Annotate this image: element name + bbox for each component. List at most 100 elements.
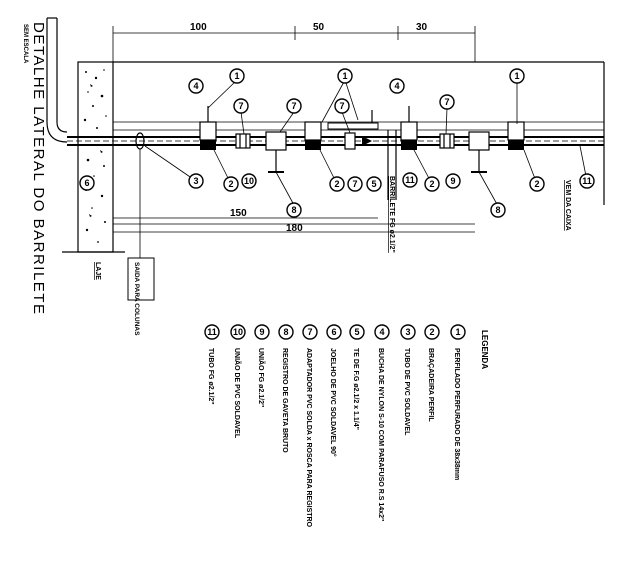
legend-item-7: 7 ADAPTADOR PVC SOLDA x ROSCA PARA REGIS… — [302, 324, 318, 528]
bottom-dimensions: 150 180 — [113, 208, 378, 234]
marker-7-e: 7 — [347, 176, 363, 192]
marker-2-c: 2 — [424, 176, 440, 192]
svg-text:2: 2 — [534, 179, 539, 189]
clamps — [199, 106, 525, 150]
marker-9: 9 — [445, 173, 461, 189]
svg-text:11: 11 — [582, 176, 592, 186]
vem-da-caixa-label: VEM DA CAIXA — [564, 180, 571, 231]
marker-2-b: 2 — [329, 176, 345, 192]
svg-text:BUCHA DE NYLON S-10 COM PARAFU: BUCHA DE NYLON S-10 COM PARAFUSO R.S 14x… — [377, 348, 384, 521]
top-dimensions: 100 50 30 — [112, 22, 476, 62]
svg-text:TUBO DE PVC SOLDAVEL: TUBO DE PVC SOLDAVEL — [403, 348, 410, 436]
marker-10: 10 — [241, 173, 257, 189]
marker-2-a: 2 — [223, 176, 239, 192]
marker-4-a: 4 — [188, 78, 204, 94]
svg-text:8: 8 — [495, 205, 500, 215]
svg-text:JOELHO DE PVC SOLDAVEL 90°: JOELHO DE PVC SOLDAVEL 90° — [329, 348, 337, 457]
svg-text:BRAÇADEIRA PERFIL: BRAÇADEIRA PERFIL — [427, 348, 434, 422]
svg-text:4: 4 — [379, 327, 384, 337]
svg-text:TE DE F.G ø2.1/2 x 1.1/4": TE DE F.G ø2.1/2 x 1.1/4" — [352, 348, 359, 430]
marker-11-a: 11 — [402, 172, 418, 188]
marker-7-b: 7 — [286, 98, 302, 114]
dim-100: 100 — [190, 22, 207, 33]
svg-text:7: 7 — [291, 101, 296, 111]
svg-text:9: 9 — [450, 176, 455, 186]
svg-text:1: 1 — [342, 71, 347, 81]
svg-text:3: 3 — [405, 327, 410, 337]
saida-label: SAIDA PARA COLUNAS — [133, 262, 140, 336]
svg-text:6: 6 — [331, 327, 336, 337]
marker-7-d: 7 — [439, 94, 455, 110]
riser-pipe — [46, 17, 68, 143]
saida-colunas: SAIDA PARA COLUNAS — [127, 132, 155, 336]
marker-4-b: 4 — [389, 78, 405, 94]
legend: LEGENDA 1 PERFILADO PERFURADO DE 38x38mm… — [204, 324, 489, 528]
marker-7-c: 7 — [334, 98, 350, 114]
svg-text:7: 7 — [339, 101, 344, 111]
svg-text:1: 1 — [514, 71, 519, 81]
slab-laje: LAJE — [62, 61, 125, 280]
svg-text:7: 7 — [352, 179, 357, 189]
svg-text:TUBO FG ø2.1/2": TUBO FG ø2.1/2" — [207, 348, 214, 405]
marker-1-c: 1 — [509, 68, 525, 84]
marker-5: 5 — [366, 176, 382, 192]
svg-text:1: 1 — [234, 71, 239, 81]
marker-7-a: 7 — [233, 98, 249, 114]
marker-3: 3 — [188, 173, 204, 189]
svg-text:6: 6 — [84, 178, 89, 188]
scale-note: SEM ESCALA — [22, 24, 28, 64]
legend-item-5: 5 TE DE F.G ø2.1/2 x 1.1/4" — [349, 324, 365, 430]
svg-text:ADAPTADOR PVC SOLDA x ROSCA PA: ADAPTADOR PVC SOLDA x ROSCA PARA REGISTR… — [305, 348, 312, 528]
fittings — [235, 130, 490, 200]
legend-item-1: 1 PERFILADO PERFURADO DE 38x38mm — [450, 324, 466, 480]
svg-text:UNIÃO FG ø2.1/2": UNIÃO FG ø2.1/2" — [257, 348, 266, 407]
svg-text:7: 7 — [444, 97, 449, 107]
dim-150: 150 — [230, 208, 247, 219]
svg-text:11: 11 — [405, 175, 415, 185]
svg-text:4: 4 — [394, 81, 399, 91]
svg-text:7: 7 — [307, 327, 312, 337]
legend-item-4: 4 BUCHA DE NYLON S-10 COM PARAFUSO R.S 1… — [374, 324, 390, 521]
svg-text:8: 8 — [291, 205, 296, 215]
legend-item-6: 6 JOELHO DE PVC SOLDAVEL 90° — [326, 324, 342, 457]
laje-label: LAJE — [94, 262, 101, 280]
svg-text:2: 2 — [334, 179, 339, 189]
legend-item-11: 11 TUBO FG ø2.1/2" — [204, 324, 220, 405]
svg-text:2: 2 — [429, 327, 434, 337]
svg-text:10: 10 — [244, 176, 254, 186]
svg-text:11: 11 — [207, 327, 217, 337]
legend-item-10: 10 UNIÃO DE PVC SOLDAVEL — [230, 324, 246, 439]
legend-item-8: 8 REGISTRO DE GAVETA BRUTO — [278, 324, 294, 453]
svg-text:10: 10 — [233, 327, 243, 337]
frame — [113, 61, 605, 233]
dim-180: 180 — [286, 223, 303, 234]
dim-50: 50 — [313, 22, 325, 33]
marker-6-a: 6 — [79, 175, 95, 191]
svg-text:3: 3 — [193, 176, 198, 186]
svg-text:7: 7 — [238, 101, 243, 111]
marker-8-a: 8 — [286, 202, 302, 218]
svg-text:5: 5 — [354, 327, 359, 337]
svg-text:5: 5 — [371, 179, 376, 189]
marker-1-b: 1 — [337, 68, 353, 84]
marker-8-b: 8 — [490, 202, 506, 218]
svg-text:PERFILADO PERFURADO DE 38x38mm: PERFILADO PERFURADO DE 38x38mm — [453, 348, 460, 480]
perfilado — [327, 110, 379, 130]
legend-item-9: 9 UNIÃO FG ø2.1/2" — [254, 324, 270, 407]
barrilete-label: BARRILETE FG ø2.1/2" — [388, 176, 395, 253]
svg-text:4: 4 — [193, 81, 198, 91]
drawing-title: DETALHE LATERAL DO BARRILETE — [30, 22, 47, 315]
svg-text:1: 1 — [455, 327, 460, 337]
svg-text:8: 8 — [283, 327, 288, 337]
marker-1-a: 1 — [229, 68, 245, 84]
legend-title: LEGENDA — [480, 330, 489, 369]
marker-11-b: 11 — [579, 173, 595, 189]
marker-2-d: 2 — [529, 176, 545, 192]
svg-text:UNIÃO DE PVC SOLDAVEL: UNIÃO DE PVC SOLDAVEL — [233, 348, 242, 439]
svg-text:9: 9 — [259, 327, 264, 337]
svg-text:2: 2 — [228, 179, 233, 189]
legend-item-3: 3 TUBO DE PVC SOLDAVEL — [400, 324, 416, 436]
marker-circles: 4 1 7 7 1 7 4 7 1 6 3 2 10 8 2 7 5 11 2 … — [79, 68, 595, 218]
svg-text:2: 2 — [429, 179, 434, 189]
